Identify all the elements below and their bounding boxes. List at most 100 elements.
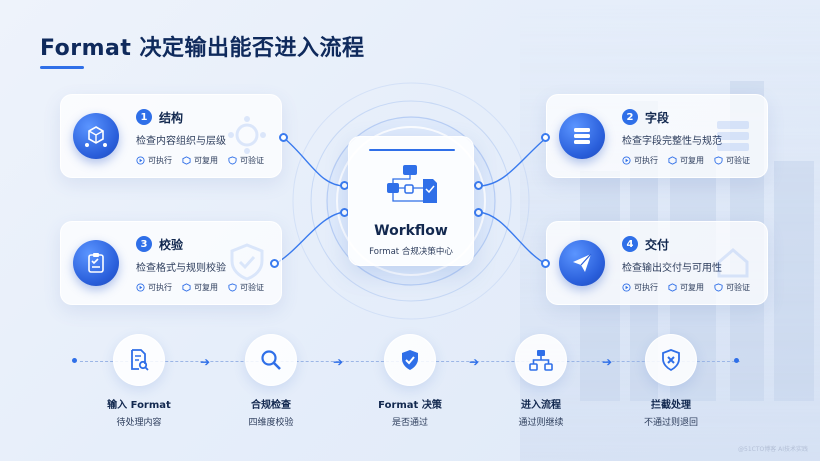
play-icon — [136, 156, 145, 165]
arrow-right-icon: ➔ — [333, 355, 344, 369]
step-number: 2 — [622, 109, 638, 125]
step-number: 1 — [136, 109, 152, 125]
shield-icon — [228, 156, 237, 165]
step-number: 3 — [136, 236, 152, 252]
flow-step-decision: Format 决策 是否通过 — [355, 334, 465, 428]
shield-check-icon — [384, 334, 436, 386]
play-icon — [622, 156, 631, 165]
shield-icon — [714, 283, 723, 292]
card-tags: 可执行 可复用 可验证 — [622, 155, 750, 166]
tag-verifiable: 可验证 — [228, 155, 264, 166]
workflow-subtitle: Format 合规决策中心 — [369, 247, 453, 257]
tag-label: 可验证 — [726, 156, 750, 165]
flow-step-subtitle: 通过则继续 — [518, 418, 564, 428]
tag-executable: 可执行 — [622, 282, 658, 293]
tag-executable: 可执行 — [136, 155, 172, 166]
play-icon — [622, 283, 631, 292]
tag-label: 可验证 — [726, 283, 750, 292]
network-ghost-icon — [228, 116, 266, 154]
connector-dot — [270, 259, 279, 268]
tag-reusable: 可复用 — [668, 282, 704, 293]
step-number: 4 — [622, 236, 638, 252]
card-structure: 1 结构 检查内容组织与层级 可执行 可复用 可验证 — [60, 94, 282, 178]
reject-x-icon — [645, 334, 697, 386]
shield-ghost-icon — [230, 243, 264, 281]
tag-reusable: 可复用 — [182, 155, 218, 166]
connector-dot — [279, 133, 288, 142]
box-icon — [182, 156, 191, 165]
database-icon — [559, 113, 605, 159]
flow-step-subtitle: 待处理内容 — [116, 418, 162, 428]
clipboard-check-icon — [73, 240, 119, 286]
house-ghost-icon — [717, 248, 749, 278]
tag-label: 可执行 — [148, 156, 172, 165]
connector-dot — [541, 259, 550, 268]
workflow-center-card: Workflow Format 合规决策中心 — [348, 136, 474, 266]
connector-dot — [474, 181, 483, 190]
card-validation: 3 校验 检查格式与规则校验 可执行 可复用 可验证 — [60, 221, 282, 305]
box-icon — [668, 283, 677, 292]
card-tags: 可执行 可复用 可验证 — [622, 282, 750, 293]
arrow-right-icon: ➔ — [469, 355, 480, 369]
tag-reusable: 可复用 — [182, 282, 218, 293]
flow-step-title: 进入流程 — [521, 400, 561, 411]
background-tower — [774, 161, 814, 401]
flow-start-dot — [72, 358, 77, 363]
tag-executable: 可执行 — [136, 282, 172, 293]
tag-reusable: 可复用 — [668, 155, 704, 166]
connector-dot — [474, 208, 483, 217]
flow-step-block: 拦截处理 不通过则退回 — [616, 334, 726, 428]
flow-step-input: 输入 Format 待处理内容 — [84, 334, 194, 428]
flow-step-title: 输入 Format — [107, 400, 171, 411]
cube-network-icon — [73, 113, 119, 159]
flow-step-subtitle: 不通过则退回 — [643, 418, 698, 428]
card-title: 校验 — [159, 238, 184, 252]
tag-label: 可复用 — [194, 156, 218, 165]
tag-verifiable: 可验证 — [714, 282, 750, 293]
workflow-diagram-icon — [387, 165, 437, 203]
workflow-title: Workflow — [374, 223, 448, 239]
tag-verifiable: 可验证 — [228, 282, 264, 293]
flow-step-title: 合规检查 — [251, 400, 291, 411]
center-accent-line — [369, 149, 455, 151]
connector-dot — [541, 133, 550, 142]
box-icon — [182, 283, 191, 292]
flow-step-check: 合规检查 四维度校验 — [216, 334, 326, 428]
tag-label: 可执行 — [148, 283, 172, 292]
flow-step-subtitle: 四维度校验 — [248, 418, 294, 428]
card-fields: 2 字段 检查字段完整性与规范 可执行 可复用 可验证 — [546, 94, 768, 178]
card-tags: 可执行 可复用 可验证 — [136, 155, 264, 166]
paper-plane-icon — [559, 240, 605, 286]
title-underline — [40, 66, 84, 69]
flow-step-subtitle: 是否通过 — [391, 418, 428, 428]
play-icon — [136, 283, 145, 292]
tag-label: 可验证 — [240, 283, 264, 292]
tag-label: 可执行 — [634, 156, 658, 165]
flow-end-dot — [734, 358, 739, 363]
arrow-right-icon: ➔ — [200, 355, 211, 369]
flow-step-enter: 进入流程 通过则继续 — [486, 334, 596, 428]
flow-step-title: 拦截处理 — [651, 400, 691, 411]
card-description: 检查字段完整性与规范 — [622, 136, 722, 147]
tag-label: 可复用 — [194, 283, 218, 292]
shield-icon — [228, 283, 237, 292]
flow-step-title: Format 决策 — [378, 400, 442, 411]
tag-label: 可复用 — [680, 283, 704, 292]
box-icon — [668, 156, 677, 165]
server-ghost-icon — [717, 121, 749, 151]
card-description: 检查内容组织与层级 — [136, 136, 226, 147]
shield-icon — [714, 156, 723, 165]
magnifier-icon — [245, 334, 297, 386]
card-title: 交付 — [645, 238, 670, 252]
page-title: Format 决定输出能否进入流程 — [40, 36, 365, 61]
tag-label: 可复用 — [680, 156, 704, 165]
tag-label: 可执行 — [634, 283, 658, 292]
card-description: 检查格式与规则校验 — [136, 263, 226, 274]
tag-executable: 可执行 — [622, 155, 658, 166]
card-delivery: 4 交付 检查输出交付与可用性 可执行 可复用 可验证 — [546, 221, 768, 305]
card-title: 结构 — [159, 111, 184, 125]
arrow-right-icon: ➔ — [602, 355, 613, 369]
tag-label: 可验证 — [240, 156, 264, 165]
workflow-tree-icon — [515, 334, 567, 386]
card-description: 检查输出交付与可用性 — [622, 263, 722, 274]
